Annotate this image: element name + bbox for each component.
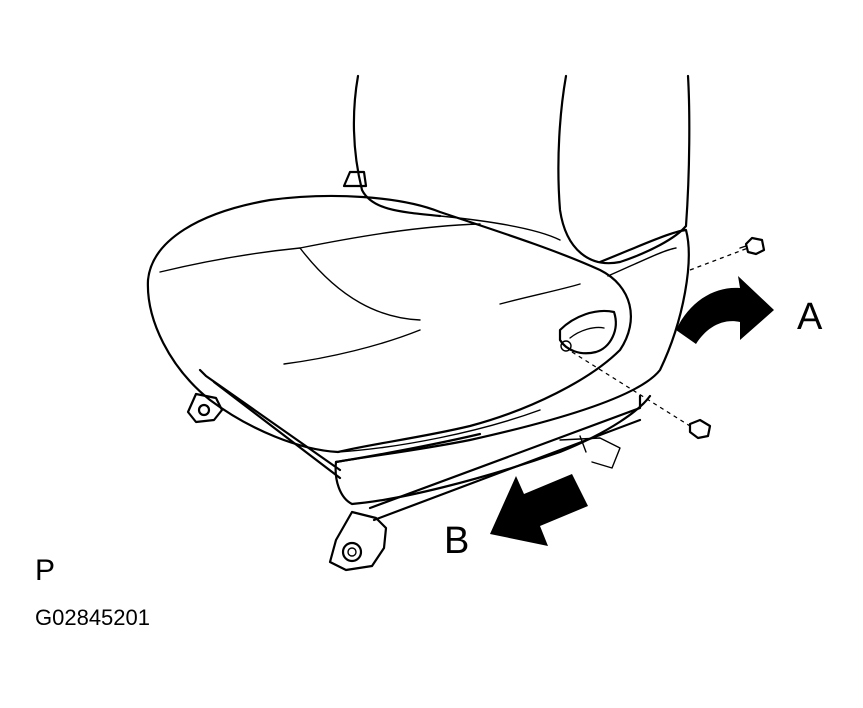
figure-code: G02845201	[35, 605, 150, 630]
lower-bolt	[571, 351, 712, 440]
seat-rails	[198, 368, 642, 522]
upper-bolt	[689, 236, 766, 271]
seat-side-shield	[334, 228, 690, 506]
label-b: B	[444, 520, 470, 562]
label-a: A	[797, 296, 823, 338]
arrow-a	[676, 276, 774, 344]
arrow-b	[490, 474, 588, 546]
label-p: P	[35, 554, 56, 587]
seat-cushion	[146, 194, 632, 454]
headrest-guide	[342, 170, 368, 188]
front-right-bracket	[328, 510, 388, 572]
front-left-bracket	[186, 392, 224, 424]
seatback	[352, 74, 691, 265]
